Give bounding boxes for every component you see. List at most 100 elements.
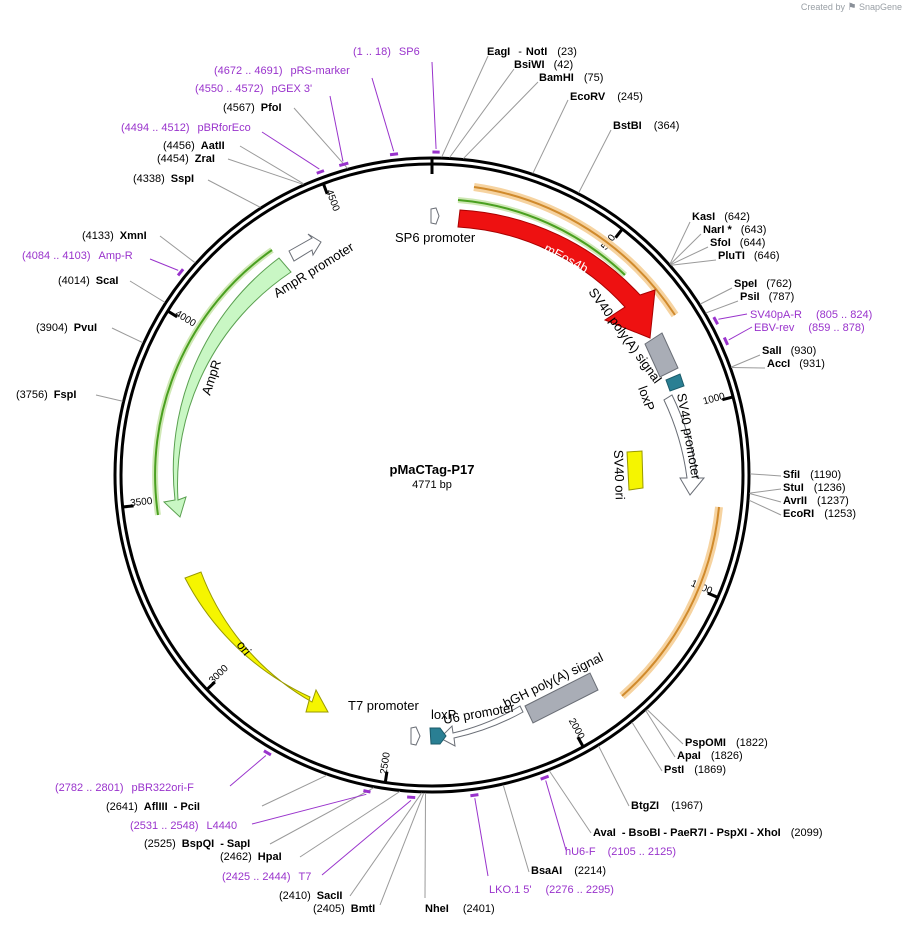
site-avai[interactable]: AvaI- BsoBI - PaeR7I - PspXI - XhoI(2099… bbox=[593, 827, 823, 839]
primer-marker[interactable] bbox=[407, 795, 416, 800]
primer-sp6[interactable]: (1 .. 18)SP6 bbox=[353, 46, 420, 58]
site-psii[interactable]: PsiI(787) bbox=[740, 291, 794, 303]
site-leader-line bbox=[669, 221, 691, 265]
primer-marker[interactable] bbox=[470, 793, 479, 798]
bgh-polya-feature[interactable] bbox=[524, 672, 599, 724]
tick-mark-500 bbox=[614, 228, 624, 239]
ampr-promoter-feature[interactable] bbox=[288, 233, 322, 262]
primer-l4440[interactable]: (2531 .. 2548)L4440 bbox=[130, 820, 237, 832]
plasmid-size: 4771 bp bbox=[412, 479, 452, 491]
primer-pgex3[interactable]: (4550 .. 4572)pGEX 3' bbox=[195, 83, 312, 95]
site-avrii[interactable]: AvrII(1237) bbox=[783, 495, 849, 507]
sv40-polya-feature[interactable] bbox=[644, 332, 679, 378]
primer-marker[interactable] bbox=[363, 789, 371, 794]
tick-mark-3000 bbox=[205, 680, 216, 691]
primer-marker[interactable] bbox=[722, 336, 730, 346]
site-ecorv[interactable]: EcoRV(245) bbox=[570, 91, 643, 103]
created-by-text: Created by bbox=[800, 2, 845, 12]
site-leader-line bbox=[730, 354, 761, 368]
sp6-promoter-feature[interactable] bbox=[430, 207, 440, 225]
snapgene-branding: Created by ⚑ SnapGene bbox=[801, 2, 902, 13]
loxp-top-feature[interactable] bbox=[665, 373, 685, 392]
site-sspi[interactable]: (4338)SspI bbox=[133, 173, 194, 185]
primer-marker[interactable] bbox=[540, 774, 550, 781]
site-apai[interactable]: ApaI(1826) bbox=[677, 750, 743, 762]
site-nari[interactable]: NarI *(643) bbox=[703, 224, 766, 236]
primer-amp-r[interactable]: (4084 .. 4103)Amp-R bbox=[22, 250, 133, 262]
site-leader-line bbox=[748, 499, 782, 516]
features bbox=[162, 207, 706, 747]
site-leader-line bbox=[749, 473, 782, 477]
sv40-ori-feature[interactable] bbox=[626, 450, 644, 491]
site-sfii[interactable]: SfiI(1190) bbox=[783, 469, 841, 481]
tick-label-2000: 2000 bbox=[566, 717, 587, 742]
site-xmni[interactable]: (4133)XmnI bbox=[82, 230, 147, 242]
site-bstbi[interactable]: BstBI(364) bbox=[613, 120, 679, 132]
site-bsaai[interactable]: BsaAI(2214) bbox=[531, 865, 606, 877]
primer-t7[interactable]: (2425 .. 2444)T7 bbox=[222, 871, 311, 883]
t7-promoter-feature[interactable] bbox=[410, 726, 421, 746]
site-leader-line bbox=[749, 488, 782, 494]
site-spei[interactable]: SpeI(762) bbox=[734, 278, 792, 290]
primer-marker[interactable] bbox=[712, 316, 719, 325]
site-pspomi[interactable]: PspOMI(1822) bbox=[685, 737, 768, 749]
t7-promoter-label: T7 promoter bbox=[348, 698, 419, 713]
site-ecori[interactable]: EcoRI(1253) bbox=[783, 508, 856, 520]
tick-mark-4000 bbox=[166, 309, 178, 319]
site-nhei[interactable]: NheI(2401) bbox=[425, 903, 495, 915]
site-sacii[interactable]: (2410)SacII bbox=[279, 890, 342, 902]
primer-marker[interactable] bbox=[316, 169, 325, 175]
site-aatii[interactable]: (4456)AatII bbox=[163, 140, 225, 152]
ampr-feature[interactable] bbox=[162, 257, 292, 518]
site-leader-line bbox=[424, 792, 427, 899]
site-fspi[interactable]: (3756)FspI bbox=[16, 389, 76, 401]
site-sali[interactable]: SalI(930) bbox=[762, 345, 816, 357]
site-leader-line bbox=[669, 233, 702, 265]
site-kasi[interactable]: KasI(642) bbox=[692, 211, 750, 223]
site-psti[interactable]: PstI(1869) bbox=[664, 764, 726, 776]
primer-leader-line bbox=[728, 326, 753, 341]
primer-marker[interactable] bbox=[389, 152, 399, 157]
site-leader-line bbox=[631, 721, 663, 772]
site-bspqi[interactable]: (2525)BspQI- SapI bbox=[144, 838, 250, 850]
primer-prs-marker[interactable]: (4672 .. 4691)pRS-marker bbox=[214, 65, 350, 77]
site-bsiwi[interactable]: BsiWI(42) bbox=[514, 59, 573, 71]
site-pluti[interactable]: PluTI(646) bbox=[718, 250, 780, 262]
site-pvui[interactable]: (3904)PvuI bbox=[36, 322, 97, 334]
primer-hu6-f[interactable]: hU6-F(2105 .. 2125) bbox=[565, 846, 676, 858]
primer-leader-line bbox=[261, 131, 320, 170]
primer-marker[interactable] bbox=[176, 268, 185, 277]
site-leader-line bbox=[749, 493, 782, 503]
loxp-bottom-feature[interactable] bbox=[429, 727, 447, 745]
site-eagi-notI[interactable]: EagI-NotI(23) bbox=[487, 46, 577, 58]
primer-lko1[interactable]: LKO.1 5'(2276 .. 2295) bbox=[489, 884, 614, 896]
site-zrai[interactable]: (4454)ZraI bbox=[157, 153, 215, 165]
plasmid-name: pMaCTag-P17 bbox=[390, 462, 475, 477]
site-sfoi[interactable]: SfoI(644) bbox=[710, 237, 765, 249]
primer-ebv-rev[interactable]: EBV-rev(859 .. 878) bbox=[754, 322, 865, 334]
site-btgzi[interactable]: BtgZI(1967) bbox=[631, 800, 703, 812]
site-leader-line bbox=[646, 709, 684, 745]
primer-sv40pa-r[interactable]: SV40pA-R(805 .. 824) bbox=[750, 309, 872, 321]
site-pfoi[interactable]: (4567)PfoI bbox=[223, 102, 282, 114]
meos4b-feature[interactable] bbox=[457, 209, 656, 339]
site-acci[interactable]: AccI(931) bbox=[767, 358, 825, 370]
primer-pbr322ori-f[interactable]: (2782 .. 2801)pBR322ori-F bbox=[55, 782, 194, 794]
site-bamhi[interactable]: BamHI(75) bbox=[539, 72, 603, 84]
site-stui[interactable]: StuI(1236) bbox=[783, 482, 846, 494]
primer-pbrforeco[interactable]: (4494 .. 4512)pBRforEco bbox=[121, 122, 251, 134]
primer-marker[interactable] bbox=[338, 161, 349, 168]
tick-mark-2500 bbox=[383, 771, 389, 783]
site-bmti[interactable]: (2405)BmtI bbox=[313, 903, 375, 915]
u6-promoter-feature[interactable] bbox=[439, 705, 524, 747]
site-hpai[interactable]: (2462)HpaI bbox=[220, 851, 282, 863]
site-scai[interactable]: (4014)ScaI bbox=[58, 275, 118, 287]
site-leader-line bbox=[670, 246, 709, 266]
tick-label-3500: 3500 bbox=[130, 496, 154, 509]
backbone bbox=[113, 156, 751, 794]
site-afliii[interactable]: (2641)AflIII- PciI bbox=[106, 801, 200, 813]
ori-feature[interactable] bbox=[184, 571, 329, 713]
primer-marker[interactable] bbox=[263, 749, 272, 757]
sv40-promoter-feature[interactable] bbox=[663, 394, 706, 496]
tick-label-3000: 3000 bbox=[207, 663, 231, 687]
